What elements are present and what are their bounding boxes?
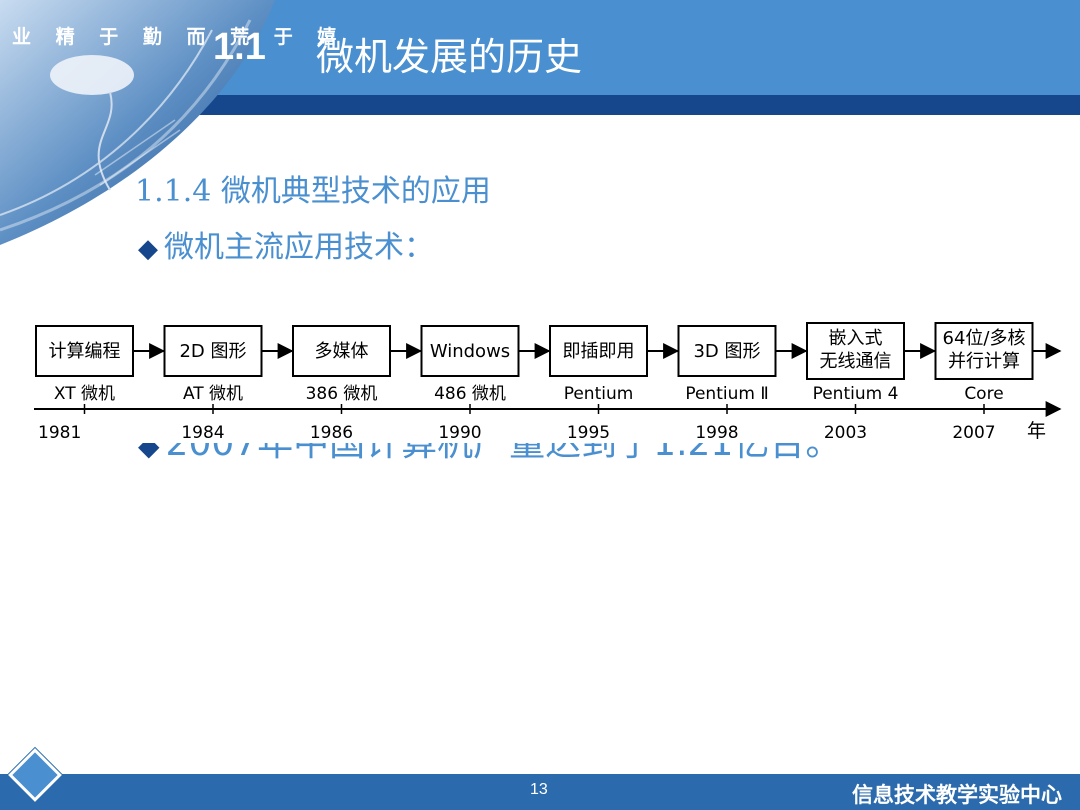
timeline-year-label: 1990 <box>438 423 481 443</box>
timeline-machine-label: XT 微机 <box>54 384 115 404</box>
timeline-box-label: 3D 图形 <box>693 341 760 362</box>
timeline-machine-label: AT 微机 <box>183 384 243 404</box>
timeline-unit-label: 年 <box>1027 420 1046 442</box>
timeline-box <box>677 325 777 377</box>
slide-title-number: 1.1 <box>213 26 266 68</box>
timeline-box-label: 2D 图形 <box>179 341 246 362</box>
timeline-year-label: 1998 <box>695 423 738 443</box>
timeline-machine-label: Pentium 4 <box>813 384 899 404</box>
timeline-year-label: 1984 <box>181 423 224 443</box>
section-heading: 1.1.4 微机典型技术的应用 <box>135 174 491 209</box>
timeline-year-label: 1995 <box>567 423 610 443</box>
timeline-box-label: Windows <box>430 341 510 362</box>
timeline-box <box>163 325 263 377</box>
timeline-box-label: 无线通信 <box>820 351 892 372</box>
timeline-year-label: 1986 <box>310 423 353 443</box>
diamond-bullet-icon: ◆ <box>138 234 158 264</box>
timeline-box-label: 64位/多核 <box>943 328 1026 349</box>
corner-decoration-graphic <box>0 0 275 245</box>
timeline-machine-label: Pentium <box>564 384 634 404</box>
bullet-item: ◆微机主流应用技术： <box>138 222 434 266</box>
header-band <box>0 95 1080 115</box>
motto-text: 业 精 于 勤 而 荒 于 嬉 <box>12 26 346 48</box>
timeline-box-label: 即插即用 <box>563 341 635 362</box>
timeline-machine-label: 486 微机 <box>434 384 506 404</box>
bullet-text: 微机主流应用技术： <box>164 230 434 265</box>
timeline-box <box>934 322 1034 380</box>
timeline-box-label: 计算编程 <box>49 341 121 362</box>
timeline-machine-label: Pentium Ⅱ <box>685 384 768 404</box>
page-number: 13 <box>530 781 548 798</box>
timeline-box-label: 并行计算 <box>948 351 1020 372</box>
timeline-machine-label: 386 微机 <box>306 384 378 404</box>
timeline-box <box>806 322 905 380</box>
technology-timeline: 计算编程 2D 图形 多媒体 Windows 即插即用 3D 图形 嵌入式无线通信 64位/多… <box>30 318 1070 443</box>
timeline-year-label: 2007 <box>952 423 995 443</box>
timeline-year-label: 1981 <box>38 423 81 443</box>
timeline-machine-label: Core <box>964 384 1003 404</box>
timeline-year-label: 2003 <box>824 423 867 443</box>
timeline-box-label: 嵌入式 <box>829 328 883 349</box>
timeline-box <box>549 325 648 377</box>
footer-bar <box>0 774 1080 810</box>
slide-title: 微机发展的历史 <box>316 35 583 79</box>
timeline-box-label: 多媒体 <box>315 341 369 362</box>
footer-organization: 信息技术教学实验中心 <box>852 783 1062 807</box>
